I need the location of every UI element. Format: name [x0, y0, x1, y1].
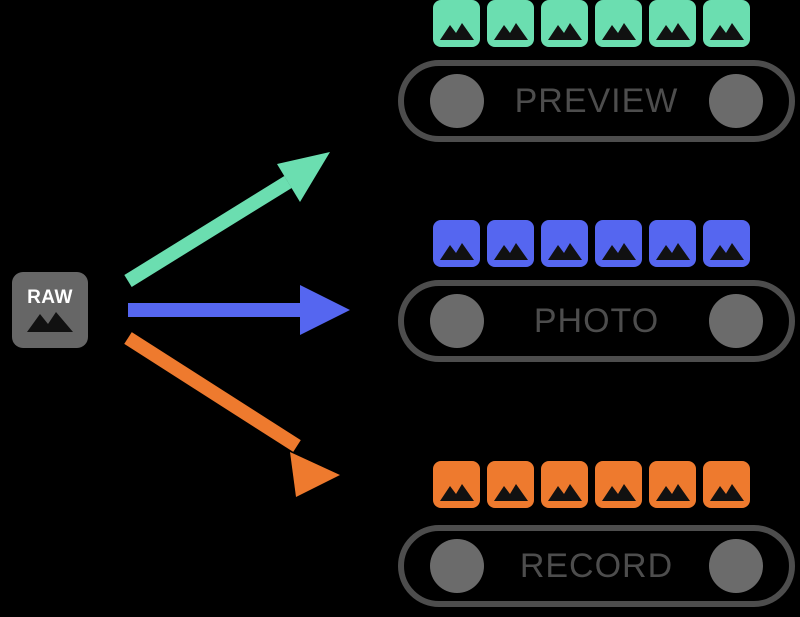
frame-record	[541, 461, 588, 508]
image-mountain-icon	[493, 243, 528, 260]
frame-preview	[541, 0, 588, 47]
frame-preview	[487, 0, 534, 47]
image-mountain-icon	[709, 23, 744, 40]
image-mountain-icon	[439, 484, 474, 501]
arrow-to-record	[124, 332, 340, 497]
image-mountain-icon	[655, 243, 690, 260]
output-label-photo: PHOTO	[533, 301, 660, 340]
image-mountain-icon	[709, 484, 744, 501]
roller-right-record	[709, 539, 763, 593]
frame-strip-record	[433, 461, 750, 508]
roller-left-photo	[430, 294, 484, 348]
frame-photo	[649, 220, 696, 267]
frame-preview	[595, 0, 642, 47]
image-mountain-icon	[547, 243, 582, 260]
frame-record	[703, 461, 750, 508]
image-mountain-icon	[493, 23, 528, 40]
raw-source-tile: RAW	[12, 272, 88, 348]
frame-record	[487, 461, 534, 508]
image-mountain-icon	[709, 243, 744, 260]
image-mountain-icon	[655, 23, 690, 40]
frame-photo	[595, 220, 642, 267]
image-mountain-icon	[547, 484, 582, 501]
frame-photo	[433, 220, 480, 267]
raw-source-label: RAW	[27, 287, 73, 308]
frame-strip-photo	[433, 220, 750, 267]
roller-left-record	[430, 539, 484, 593]
frame-record	[595, 461, 642, 508]
output-bar-preview[interactable]: PREVIEW	[398, 60, 795, 142]
arrow-to-preview	[124, 152, 330, 287]
output-bar-photo[interactable]: PHOTO	[398, 280, 795, 362]
output-bar-record[interactable]: RECORD	[398, 525, 795, 607]
frame-preview	[433, 0, 480, 47]
image-mountain-icon	[601, 484, 636, 501]
roller-right-photo	[709, 294, 763, 348]
image-mountain-icon	[493, 484, 528, 501]
frame-preview	[703, 0, 750, 47]
frame-preview	[649, 0, 696, 47]
frame-strip-preview	[433, 0, 750, 47]
image-mountain-icon	[439, 243, 474, 260]
frame-record	[433, 461, 480, 508]
image-mountain-icon	[547, 23, 582, 40]
image-mountain-icon	[27, 312, 73, 332]
frame-photo	[541, 220, 588, 267]
image-mountain-icon	[655, 484, 690, 501]
frame-photo	[703, 220, 750, 267]
roller-left-preview	[430, 74, 484, 128]
roller-right-preview	[709, 74, 763, 128]
image-mountain-icon	[601, 243, 636, 260]
output-label-record: RECORD	[519, 546, 674, 585]
output-label-preview: PREVIEW	[514, 81, 679, 120]
frame-photo	[487, 220, 534, 267]
frame-record	[649, 461, 696, 508]
arrow-to-photo	[128, 285, 350, 335]
image-mountain-icon	[439, 23, 474, 40]
image-mountain-icon	[601, 23, 636, 40]
